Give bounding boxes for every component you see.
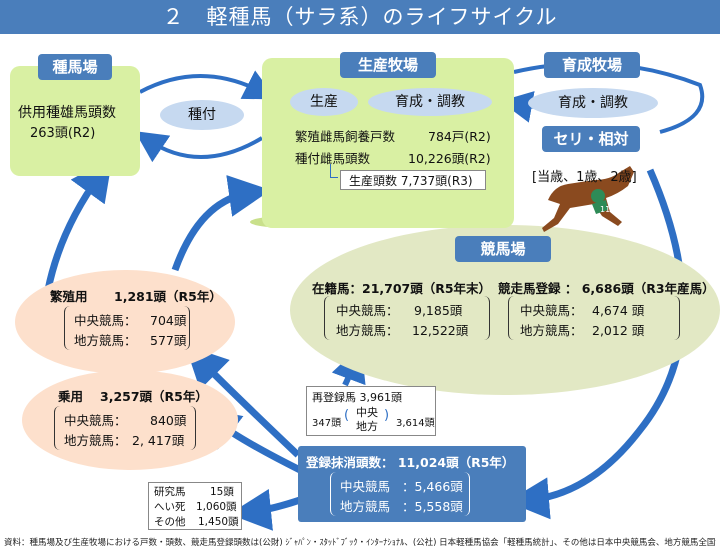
source-footnote: 資料：種馬場及び生産牧場における戸数・頭数、競走馬登録頭数は(公財) ｼﾞｬﾊﾟ…	[4, 538, 716, 548]
registration-heading: 競走馬登録 ： 6,686頭（R3年産馬）	[498, 281, 715, 296]
breeding-arrow-top	[139, 70, 277, 100]
breeding-oval: 種付	[160, 100, 244, 130]
breeding-farm-tag: 生産牧場	[340, 52, 436, 78]
training-oval: 育成・調教	[528, 88, 658, 118]
stud-farm-tag: 種馬場	[38, 54, 112, 80]
others-research-value: 15頭	[210, 486, 234, 498]
farm-training-oval: 育成・調教	[368, 88, 492, 116]
reregister-local-to-jra: 347頭	[312, 418, 342, 429]
stud-stallion-value: 263頭(R2)	[30, 126, 96, 141]
enrolled-local-label: 地方競馬：	[336, 323, 399, 338]
broodmare-jra-value: 704頭	[150, 313, 187, 328]
registration-jra-value: 4,674 頭	[592, 303, 645, 318]
riding-bracket	[54, 406, 196, 450]
broodmare-local-label: 地方競馬：	[74, 333, 137, 348]
covered-mares-label: 種付雌馬頭数	[295, 151, 371, 166]
deregister-local-label: 地方競馬	[340, 499, 391, 514]
broodmare-head-value: 1,281頭（R5年）	[114, 289, 222, 304]
deregister-box	[298, 446, 526, 522]
reregister-right-arc-icon: )	[384, 408, 390, 423]
reregister-left-arc-icon: (	[344, 408, 350, 423]
registration-local-label: 地方競馬：	[520, 323, 583, 338]
registration-local-value: 2,012 頭	[592, 323, 645, 338]
reregister-box	[306, 386, 436, 436]
racecourse-ellipse	[290, 225, 720, 395]
deregister-to-others-arrow	[229, 489, 302, 531]
registration-jra-label: 中央競馬：	[520, 303, 583, 318]
broodmare-bracket	[64, 306, 190, 350]
riding-local-value: 2, 417頭	[132, 433, 185, 448]
broodmare-to-farm-arrow	[171, 175, 271, 272]
others-research-label: 研究馬	[154, 486, 186, 498]
enrolled-jra-value: 9,185頭	[414, 303, 463, 318]
enrolled-bracket	[324, 296, 490, 340]
others-box	[148, 482, 242, 530]
page-title: ２ 軽種馬（サラ系）のライフサイクル	[0, 0, 720, 34]
others-death-value: 1,060頭	[196, 501, 237, 513]
breeding-arrow-bottom	[134, 131, 264, 163]
enrolled-jra-label: 中央競馬：	[336, 303, 399, 318]
breeding-farm-panel	[262, 58, 514, 228]
deregister-jra-value: ：5,466頭	[402, 479, 463, 494]
riding-head-value: 3,257頭（R5年）	[100, 389, 208, 404]
deregister-to-broodmare-arrow	[185, 345, 301, 458]
broodmare-jra-label: 中央競馬：	[74, 313, 137, 328]
reregister-local: 地方	[356, 420, 378, 433]
covered-mares-value: 10,226頭(R2)	[408, 151, 491, 166]
production-count: 生産頭数 7,737頭(R3)	[340, 170, 486, 190]
riding-ellipse	[22, 370, 238, 470]
broodmare-ellipse	[15, 270, 235, 374]
reregister-heading: 再登録馬 3,961頭	[312, 391, 402, 404]
training-ranch-tag: 育成牧場	[544, 52, 640, 78]
reregister-jra-to-local: 3,614頭	[396, 418, 435, 429]
production-connector	[330, 164, 338, 178]
racecourse-tag: 競馬場	[455, 236, 551, 262]
others-death-label: へい死	[154, 501, 186, 513]
broodmare-households-value: 784戸(R2)	[428, 129, 491, 144]
broodmare-households-label: 繁殖雌馬飼養戸数	[295, 129, 396, 144]
broodmare-local-value: 577頭	[150, 333, 187, 348]
riding-jra-value: 840頭	[150, 413, 187, 428]
registration-bracket	[508, 296, 680, 340]
svg-text:11: 11	[600, 205, 610, 214]
sale-tag: セリ・相対	[542, 126, 640, 152]
production-oval: 生産	[290, 88, 358, 116]
riding-local-label: 地方競馬：	[64, 433, 127, 448]
riding-head-label: 乗用	[58, 389, 84, 404]
right-arc-arrow	[507, 168, 687, 520]
enrolled-heading: 在籍馬：21,707頭（R5年末）	[312, 281, 492, 296]
deregister-jra-label: 中央競馬	[340, 479, 391, 494]
deregister-local-value: ：5,558頭	[402, 499, 463, 514]
others-misc-value: 1,450頭	[198, 516, 239, 528]
reregister-jra: 中央	[356, 406, 378, 419]
broodmare-head-label: 繁殖用	[50, 289, 88, 304]
stud-stallion-label: 供用種雄馬頭数	[18, 105, 116, 121]
racehorse-illustration: 11	[542, 166, 634, 232]
riding-jra-label: 中央競馬：	[64, 413, 127, 428]
stud-farm-panel	[10, 66, 140, 176]
others-misc-label: その他	[154, 516, 186, 528]
sale-ages: [当歳、1歳、2歳]	[532, 170, 637, 185]
enrolled-local-value: 12,522頭	[412, 323, 469, 338]
left-arc-arrow	[44, 158, 113, 291]
deregister-heading: 登録抹消頭数： 11,024頭（R5年）	[306, 455, 515, 470]
deregister-bracket	[330, 472, 470, 516]
